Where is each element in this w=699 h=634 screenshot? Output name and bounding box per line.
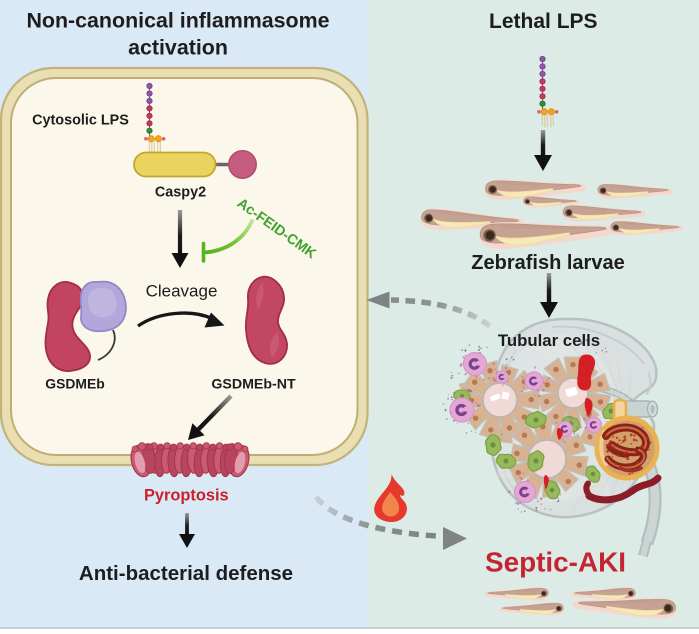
- svg-text:Cytosolic LPS: Cytosolic LPS: [32, 113, 129, 129]
- svg-text:Lethal LPS: Lethal LPS: [489, 10, 598, 33]
- svg-text:activation: activation: [128, 35, 228, 59]
- svg-text:Cleavage: Cleavage: [146, 282, 218, 301]
- svg-text:Pyroptosis: Pyroptosis: [144, 487, 229, 505]
- svg-text:Caspy2: Caspy2: [155, 185, 206, 201]
- svg-text:GSDMEb-NT: GSDMEb-NT: [211, 377, 296, 393]
- svg-text:Zebrafish larvae: Zebrafish larvae: [471, 252, 624, 274]
- svg-text:Anti-bacterial defense: Anti-bacterial defense: [79, 562, 293, 585]
- svg-text:Septic-AKI: Septic-AKI: [485, 547, 626, 578]
- svg-text:GSDMEb: GSDMEb: [45, 376, 104, 392]
- svg-text:Non-canonical inflammasome: Non-canonical inflammasome: [26, 8, 329, 32]
- svg-text:Tubular cells: Tubular cells: [498, 331, 600, 350]
